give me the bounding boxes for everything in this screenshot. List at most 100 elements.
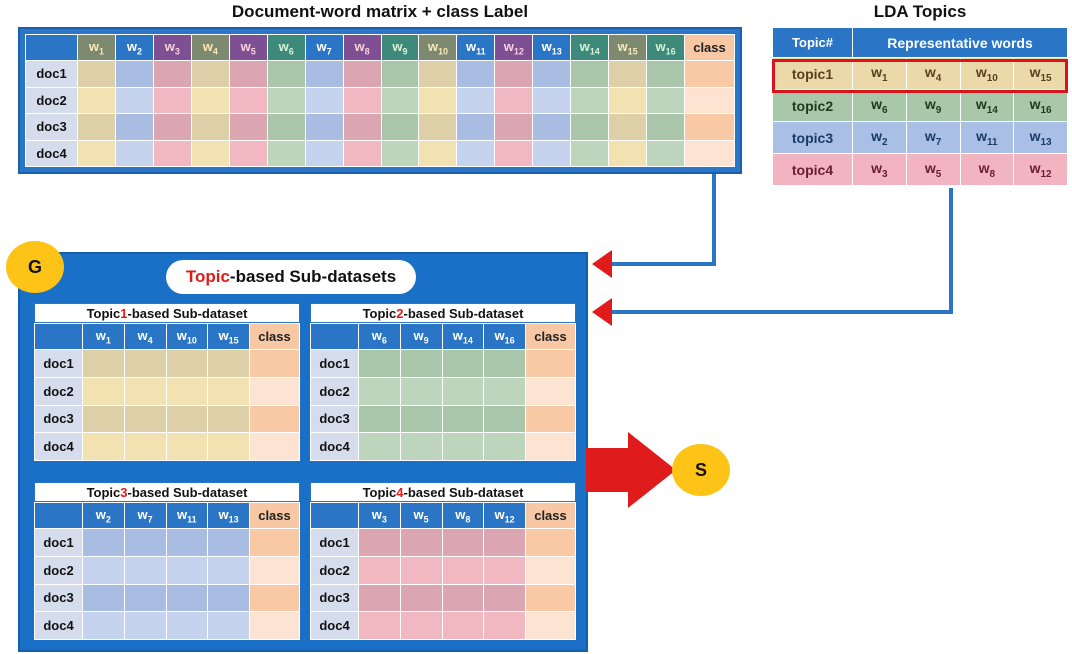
matrix-cell	[646, 139, 685, 167]
doc-label: doc4	[34, 432, 83, 461]
matrix-cell	[228, 60, 268, 88]
sub-cell	[165, 432, 209, 461]
class-header: class	[249, 323, 300, 350]
doc-label: doc3	[310, 404, 359, 434]
doc-label: doc2	[310, 555, 359, 585]
class-cell	[684, 60, 735, 88]
corner-cell	[34, 502, 83, 529]
sub-cell	[207, 583, 250, 613]
word-header: w9	[380, 34, 420, 61]
sub-cell	[441, 528, 485, 557]
word-header: w12	[483, 502, 526, 529]
corner-cell	[25, 34, 78, 61]
word-header: w7	[123, 502, 167, 529]
g-badge: G	[6, 241, 64, 293]
doc-label: doc2	[25, 86, 78, 114]
matrix-cell	[190, 86, 230, 114]
matrix-cell	[494, 60, 534, 88]
sub-cell	[358, 611, 401, 640]
class-cell	[684, 86, 735, 114]
matrix-cell	[77, 113, 116, 141]
matrix-cell	[342, 113, 382, 141]
matrix-to-subsets-connector	[610, 174, 716, 266]
class-cell	[525, 404, 576, 434]
sub-cell	[483, 611, 526, 640]
sub-title-number: 1	[120, 306, 128, 321]
matrix-cell	[570, 139, 610, 167]
sub-cell	[165, 376, 209, 406]
matrix-cell	[152, 139, 192, 167]
sub-cell	[82, 349, 125, 378]
word-header: w13	[532, 34, 572, 61]
topic-word: w14	[959, 89, 1015, 122]
doc-label: doc2	[34, 555, 83, 585]
matrix-cell	[456, 139, 496, 167]
class-cell	[525, 349, 576, 378]
word-header: w5	[228, 34, 268, 61]
class-cell	[249, 555, 300, 585]
matrix-cell	[342, 60, 382, 88]
sub-cell	[207, 528, 250, 557]
sub-cell	[358, 404, 401, 434]
sub-dataset-title: Topic4-based Sub-dataset	[310, 482, 576, 502]
matrix-cell	[456, 113, 496, 141]
doc-label: doc3	[34, 583, 83, 613]
sub-title-suffix: -based Sub-dataset	[403, 306, 524, 321]
matrix-cell	[114, 113, 154, 141]
sub-cell	[82, 583, 125, 613]
doc-label: doc1	[25, 60, 78, 88]
matrix-cell	[380, 86, 420, 114]
corner-cell	[310, 323, 359, 350]
sub-cell	[441, 404, 485, 434]
sub-cell	[123, 583, 167, 613]
sub-cell	[123, 611, 167, 640]
matrix-cell	[608, 113, 648, 141]
sub-title-prefix: Topic	[362, 485, 397, 500]
doc-label: doc3	[310, 583, 359, 613]
matrix-cell	[646, 86, 685, 114]
word-header: w6	[266, 34, 306, 61]
matrix-cell	[77, 86, 116, 114]
class-cell	[684, 113, 735, 141]
topic1-highlight-box	[772, 59, 1068, 93]
sub-cell	[82, 376, 125, 406]
matrix-cell	[228, 139, 268, 167]
word-header: w3	[358, 502, 401, 529]
matrix-cell	[342, 139, 382, 167]
class-header: class	[525, 323, 576, 350]
word-header: w9	[399, 323, 443, 350]
doc-label: doc4	[34, 611, 83, 640]
matrix-cell	[77, 139, 116, 167]
sub-title-suffix: -based Sub-dataset	[127, 306, 248, 321]
topic-word: w8	[959, 153, 1015, 186]
class-cell	[684, 139, 735, 167]
doc-label: doc2	[310, 376, 359, 406]
sub-cell	[399, 583, 443, 613]
sub-cell	[483, 432, 526, 461]
sub-title-suffix: -based Sub-dataset	[127, 485, 248, 500]
class-cell	[249, 376, 300, 406]
matrix-cell	[114, 86, 154, 114]
lda-to-subsets-connector	[610, 188, 953, 314]
sub-cell	[123, 376, 167, 406]
matrix-cell	[114, 60, 154, 88]
matrix-cell	[266, 139, 306, 167]
sub-title-topic-word: Topic	[185, 267, 230, 286]
matrix-cell	[608, 139, 648, 167]
word-header: w7	[304, 34, 344, 61]
sub-cell	[82, 611, 125, 640]
class-cell	[249, 528, 300, 557]
matrix-cell	[228, 113, 268, 141]
sub-cell	[441, 583, 485, 613]
doc-label: doc1	[34, 528, 83, 557]
doc-label: doc2	[34, 376, 83, 406]
topic-name: topic1	[772, 57, 853, 90]
sub-title-number: 3	[120, 485, 128, 500]
